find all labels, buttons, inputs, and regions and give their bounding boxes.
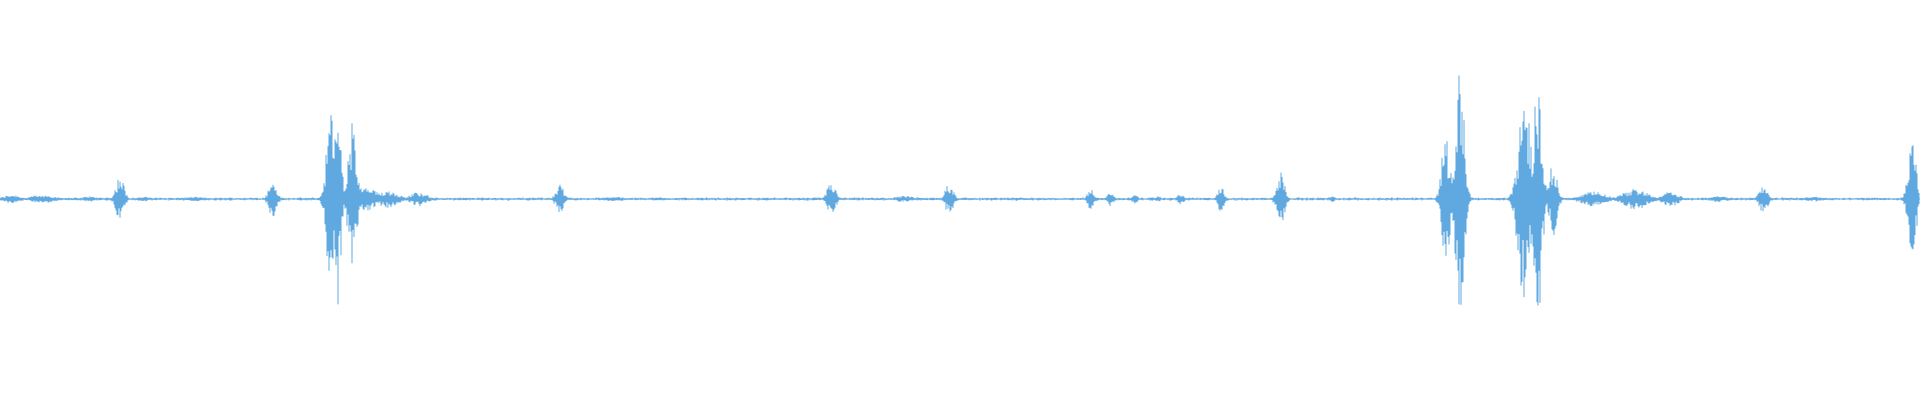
waveform-trace [0,75,1920,306]
